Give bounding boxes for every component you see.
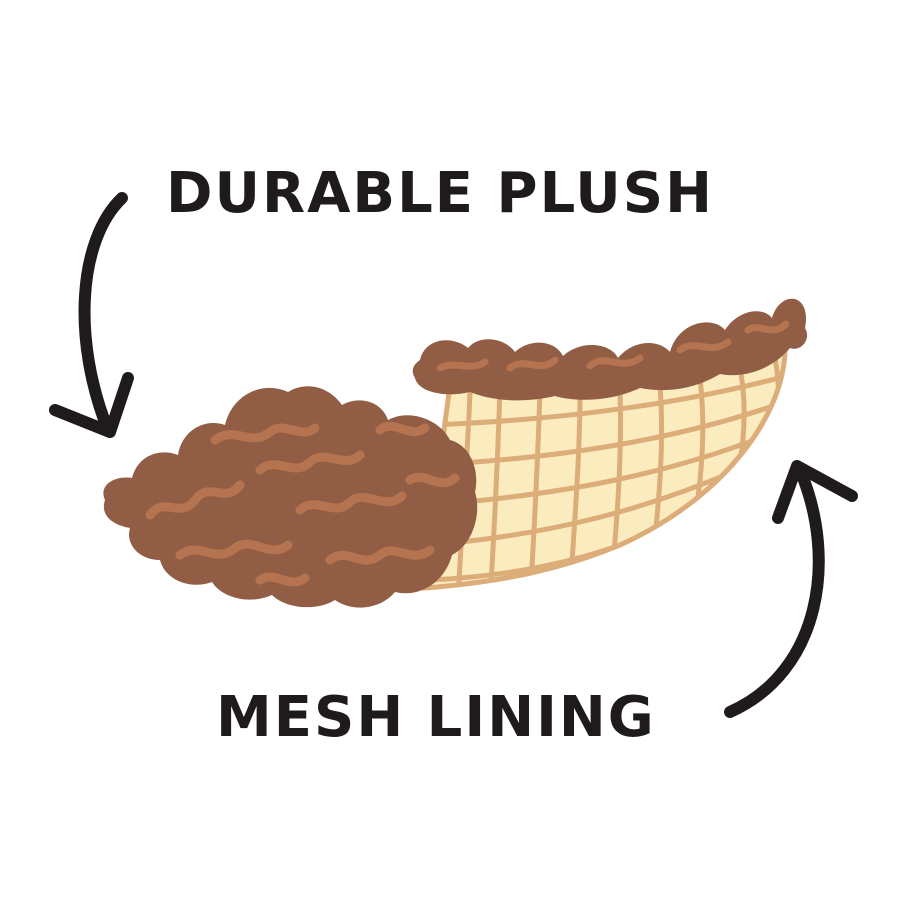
plush-fur-clump-icon — [103, 386, 478, 608]
mesh-lined-cone-icon — [422, 348, 788, 591]
mesh-lining-label: MESH LINING — [216, 685, 656, 750]
plush-rim — [412, 298, 808, 401]
curved-arrow-up-icon — [724, 460, 858, 718]
durable-plush-label: DURABLE PLUSH — [166, 161, 714, 226]
curved-arrow-down-icon — [49, 192, 134, 438]
